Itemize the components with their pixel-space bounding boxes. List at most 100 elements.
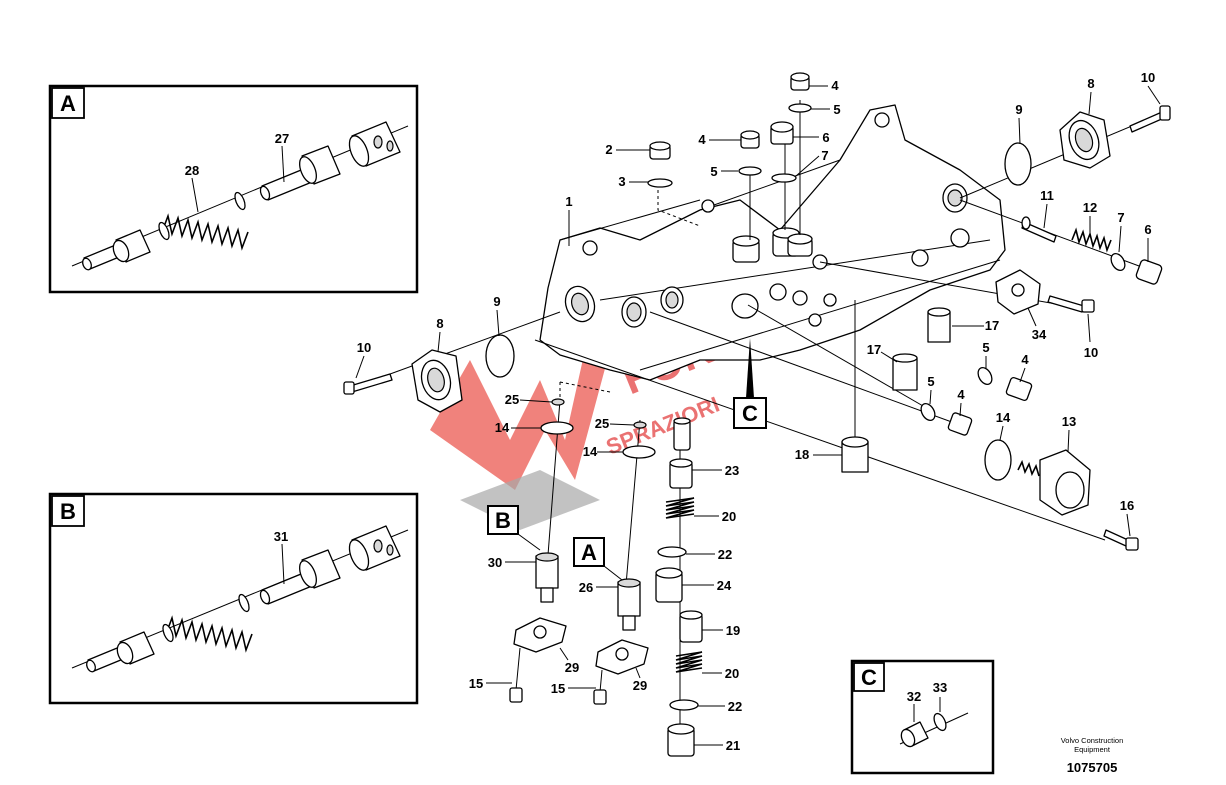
sleeve-part bbox=[348, 121, 401, 167]
spring-12 bbox=[1071, 227, 1112, 253]
washer-5-right bbox=[977, 366, 993, 386]
part-label-19: 19 bbox=[726, 623, 740, 638]
manufacturer-line-1: Volvo Construction bbox=[1061, 736, 1124, 745]
inset-b-label: B bbox=[60, 499, 76, 524]
part-label-21: 21 bbox=[726, 738, 740, 753]
callout-tag-b: B bbox=[487, 505, 541, 551]
document-footer: Volvo Construction Equipment 1075705 bbox=[1061, 736, 1124, 775]
valve-26 bbox=[617, 578, 641, 631]
part-label-6-a: 6 bbox=[822, 130, 829, 145]
plug-24 bbox=[655, 567, 683, 603]
washer-5-mid bbox=[738, 166, 762, 176]
cover-34 bbox=[995, 269, 1041, 315]
washer-7-top bbox=[771, 173, 797, 183]
sleeve-17-b bbox=[892, 353, 918, 391]
cover-29-left bbox=[513, 617, 567, 653]
part-label-10-b: 10 bbox=[357, 340, 371, 355]
part-label-29-a: 29 bbox=[565, 660, 579, 675]
part-label-8-b: 8 bbox=[1087, 76, 1094, 91]
washer-22-lower bbox=[669, 699, 699, 711]
valve-13 bbox=[1017, 449, 1091, 516]
plug-4-mid bbox=[740, 130, 760, 149]
bolt-10-right bbox=[1047, 295, 1095, 313]
part-label-1: 1 bbox=[565, 194, 572, 209]
plug-21 bbox=[667, 723, 695, 757]
part-label-6-b: 6 bbox=[1144, 222, 1151, 237]
washer-5-lower bbox=[920, 402, 936, 422]
part-label-15-b: 15 bbox=[551, 681, 565, 696]
plug-6-top bbox=[770, 121, 794, 145]
part-label-31: 31 bbox=[274, 529, 288, 544]
svg-text:B: B bbox=[495, 508, 511, 533]
plug-2 bbox=[649, 141, 671, 160]
washer-7-right bbox=[1110, 252, 1126, 272]
part-label-34: 34 bbox=[1032, 327, 1047, 342]
part-label-7-b: 7 bbox=[1117, 210, 1124, 225]
callout-tag-a: A bbox=[573, 537, 623, 581]
part-label-11: 11 bbox=[1040, 188, 1054, 203]
part-label-30: 30 bbox=[488, 555, 502, 570]
part-label-5-a: 5 bbox=[833, 102, 840, 117]
stem-top bbox=[673, 417, 691, 451]
svg-text:C: C bbox=[742, 401, 758, 426]
washer-5-top bbox=[788, 103, 812, 113]
seal-33 bbox=[933, 712, 947, 732]
part-label-2: 2 bbox=[605, 142, 612, 157]
washer-25-center bbox=[633, 421, 647, 429]
plug-4-top bbox=[790, 72, 810, 91]
cover-29-right bbox=[595, 639, 649, 675]
part-label-15-a: 15 bbox=[469, 676, 483, 691]
part-label-23: 23 bbox=[725, 463, 739, 478]
part-label-10-a: 10 bbox=[1141, 70, 1155, 85]
document-number: 1075705 bbox=[1067, 760, 1118, 775]
part-label-14-c: 14 bbox=[996, 410, 1011, 425]
bolt-10-left bbox=[343, 373, 393, 395]
oring-14-left bbox=[540, 421, 574, 435]
valve-housing-1 bbox=[539, 104, 1006, 381]
part-label-25-a: 25 bbox=[505, 392, 519, 407]
manufacturer-line-2: Equipment bbox=[1074, 745, 1111, 754]
inset-a: A 28 27 bbox=[48, 84, 419, 294]
flange-8-right bbox=[1059, 111, 1111, 169]
part-label-4-d: 4 bbox=[957, 387, 965, 402]
spring-20-lower bbox=[675, 651, 703, 673]
plug-4-lower bbox=[947, 412, 973, 436]
inset-b: B 31 bbox=[48, 492, 419, 705]
oring-9-right bbox=[1004, 142, 1032, 186]
part-label-9-a: 9 bbox=[493, 294, 500, 309]
part-label-28: 28 bbox=[185, 163, 199, 178]
part-label-10-c: 10 bbox=[1084, 345, 1098, 360]
oring-9-left bbox=[485, 334, 515, 378]
part-label-26: 26 bbox=[579, 580, 593, 595]
part-label-8-a: 8 bbox=[436, 316, 443, 331]
part-label-14-b: 14 bbox=[583, 444, 598, 459]
part-label-4-b: 4 bbox=[698, 132, 706, 147]
part-label-13: 13 bbox=[1062, 414, 1076, 429]
plug-32 bbox=[900, 721, 929, 748]
part-label-16: 16 bbox=[1120, 498, 1134, 513]
spring-28 bbox=[158, 191, 249, 251]
piston-19 bbox=[679, 610, 703, 643]
sleeve-17-a bbox=[927, 307, 951, 343]
part-label-20-a: 20 bbox=[722, 509, 736, 524]
washer-25-left bbox=[551, 398, 565, 406]
part-label-22-b: 22 bbox=[728, 699, 742, 714]
part-label-33: 33 bbox=[933, 680, 947, 695]
piston-31 bbox=[259, 549, 341, 605]
watermark-text-bottom: SPRAZIORI bbox=[603, 392, 723, 460]
sleeve-18 bbox=[841, 436, 869, 473]
bolt-10-top bbox=[1129, 105, 1171, 133]
sleeve-part-b bbox=[348, 525, 401, 571]
oring-14-right bbox=[984, 439, 1012, 481]
part-label-17-b: 17 bbox=[867, 342, 881, 357]
callout-tag-c: C bbox=[733, 338, 767, 429]
piston-23 bbox=[669, 458, 693, 489]
part-label-9-b: 9 bbox=[1015, 102, 1022, 117]
part-label-32: 32 bbox=[907, 689, 921, 704]
bolt-15-right bbox=[593, 669, 607, 705]
washer-3 bbox=[647, 178, 673, 188]
oring-14-center bbox=[622, 445, 656, 459]
part-label-4-a: 4 bbox=[831, 78, 839, 93]
part-label-5-c: 5 bbox=[982, 340, 989, 355]
